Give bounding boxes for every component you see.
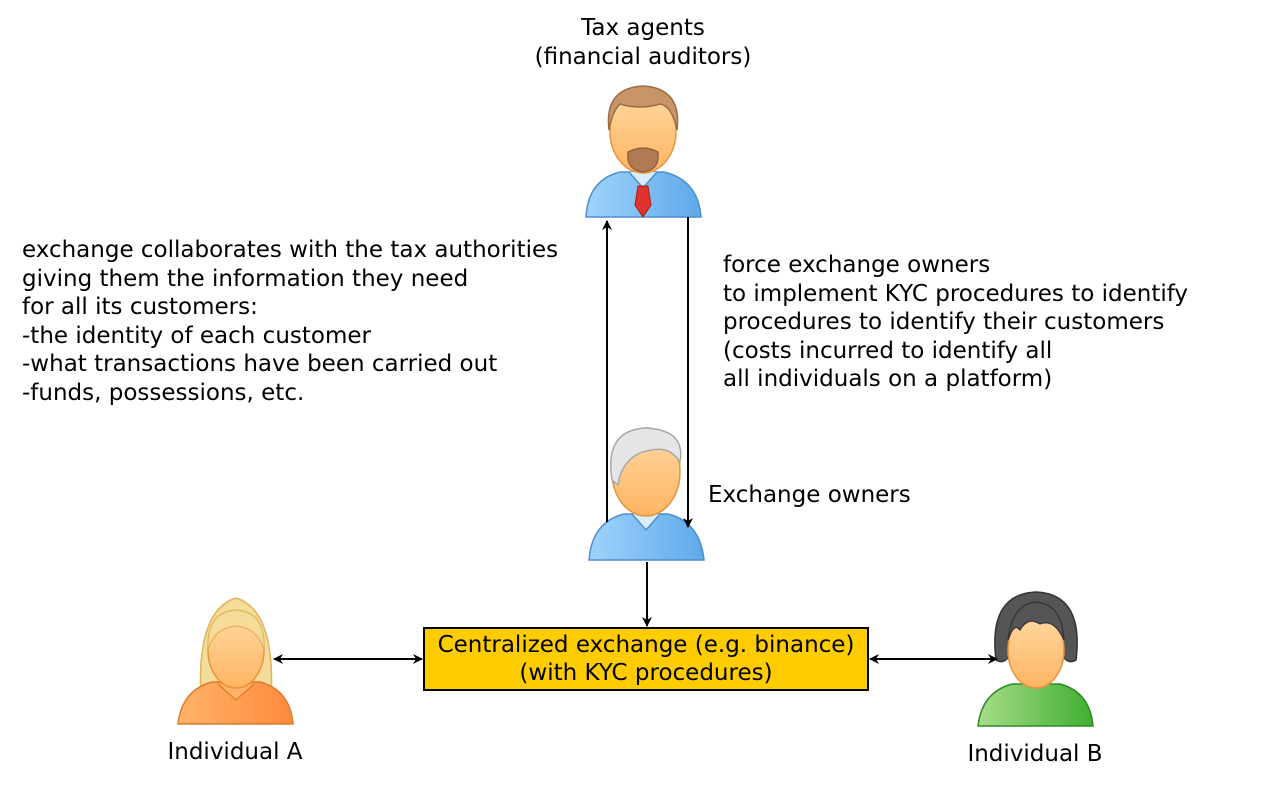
- individual-a-icon: [177, 597, 294, 725]
- left-note-line: -funds, possessions, etc.: [22, 379, 305, 406]
- left-note-line: -the identity of each customer: [22, 322, 371, 349]
- exchange-owner-icon: [588, 427, 705, 561]
- exchange-box: [423, 627, 869, 691]
- exchange-box-line1: Centralized exchange (e.g. binance): [437, 631, 855, 658]
- tax-agents-title-line1: Tax agents: [581, 15, 705, 41]
- right-note-line: all individuals on a platform): [723, 366, 1053, 392]
- right-note-line: to implement KYC procedures to identify: [723, 280, 1189, 307]
- right-note-line: (costs incurred to identify all: [723, 337, 1053, 364]
- tax-agents-title: Tax agents (financial auditors): [513, 14, 773, 71]
- tax-agents-title-line2: (financial auditors): [534, 43, 752, 70]
- exchange-box-line2: (with KYC procedures): [519, 660, 773, 686]
- left-note-line: for all its customers:: [22, 294, 258, 320]
- individual-b-icon: [977, 591, 1094, 727]
- right-note-line: procedures to identify their customers: [723, 309, 1165, 335]
- left-note-line: exchange collaborates with the tax autho…: [22, 237, 559, 263]
- left-note-line: giving them the information they need: [22, 265, 469, 292]
- tax-agent-icon: [585, 85, 702, 218]
- right-note: force exchange owners to implement KYC p…: [723, 251, 1188, 394]
- left-note-line: -what transactions have been carried out: [22, 351, 498, 377]
- individual-a-label: Individual A: [167, 739, 303, 765]
- left-note: exchange collaborates with the tax autho…: [22, 236, 558, 407]
- exchange-owners-label: Exchange owners: [708, 482, 911, 508]
- exchange-box-label: Centralized exchange (e.g. binance) (wit…: [424, 628, 868, 690]
- right-note-line: force exchange owners: [723, 252, 991, 278]
- individual-b-label: Individual B: [967, 741, 1103, 767]
